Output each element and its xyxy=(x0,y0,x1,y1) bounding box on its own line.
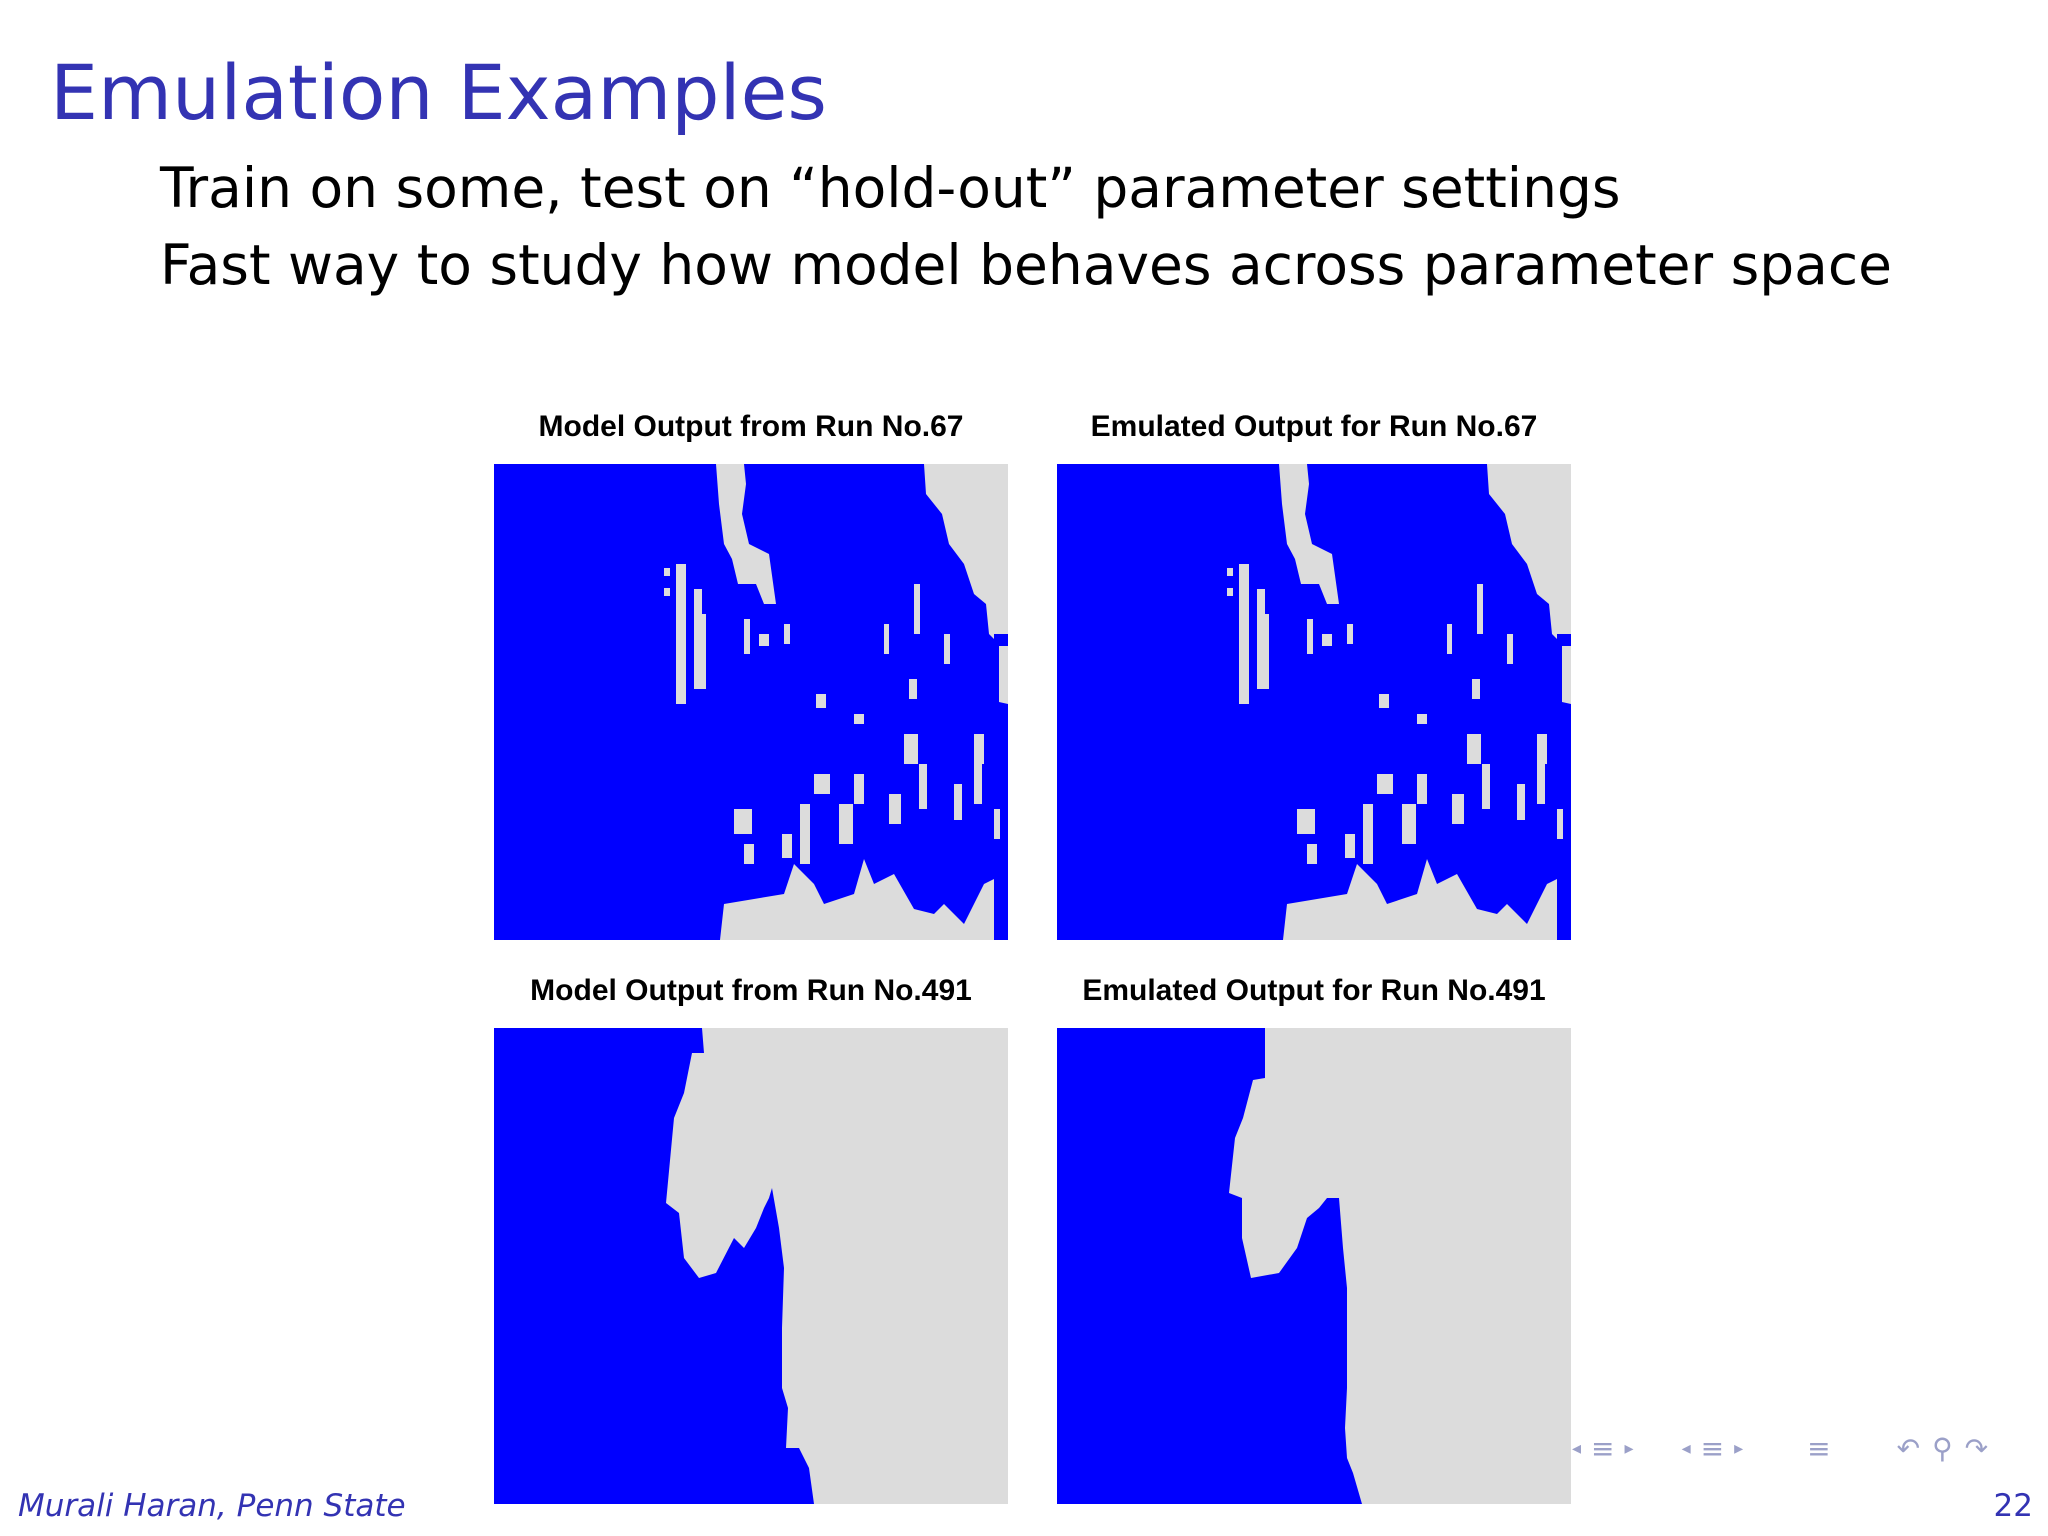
section-next-icon[interactable]: ▸ xyxy=(1734,1437,1744,1459)
raster-image xyxy=(494,464,1008,940)
panel-title: Emulated Output for Run No.67 xyxy=(1090,410,1538,443)
search-icon[interactable]: ⚲ xyxy=(1932,1431,1953,1465)
raster-image xyxy=(1057,464,1571,940)
bullet-list: Train on some, test on “hold-out” parame… xyxy=(160,150,1892,304)
panel-title: Emulated Output for Run No.491 xyxy=(1082,974,1546,1007)
figure-grid: Model Output from Run No.67 Emulated Out… xyxy=(494,410,1574,1510)
frame-prev-icon[interactable]: ◂ xyxy=(1572,1437,1582,1459)
frame-icon[interactable]: ≡ xyxy=(1591,1431,1615,1465)
page-number: 22 xyxy=(1993,1488,2033,1524)
footer-author: Murali Haran, Penn State xyxy=(18,1488,406,1524)
forward-icon[interactable]: ↷ xyxy=(1964,1431,1989,1465)
frame-next-icon[interactable]: ▸ xyxy=(1624,1437,1634,1459)
bullet-item: Train on some, test on “hold-out” parame… xyxy=(160,156,1621,220)
raster-image xyxy=(494,1028,1008,1504)
section-icon[interactable]: ≡ xyxy=(1700,1431,1725,1465)
subsection-icon[interactable]: ≡ xyxy=(1807,1431,1831,1465)
back-icon[interactable]: ↶ xyxy=(1896,1431,1921,1465)
bullet-item: Fast way to study how model behaves acro… xyxy=(160,233,1892,297)
slide-title: Emulation Examples xyxy=(50,48,827,137)
section-prev-icon[interactable]: ◂ xyxy=(1681,1437,1691,1459)
raster-image xyxy=(1057,1028,1571,1504)
panel-title: Model Output from Run No.67 xyxy=(538,410,964,443)
beamer-navigation: ◂ ≡ ▸ ◂ ≡ ▸ ≡ ↶ ⚲ ↷ xyxy=(1568,1430,2038,1466)
panel-title: Model Output from Run No.491 xyxy=(530,974,972,1007)
